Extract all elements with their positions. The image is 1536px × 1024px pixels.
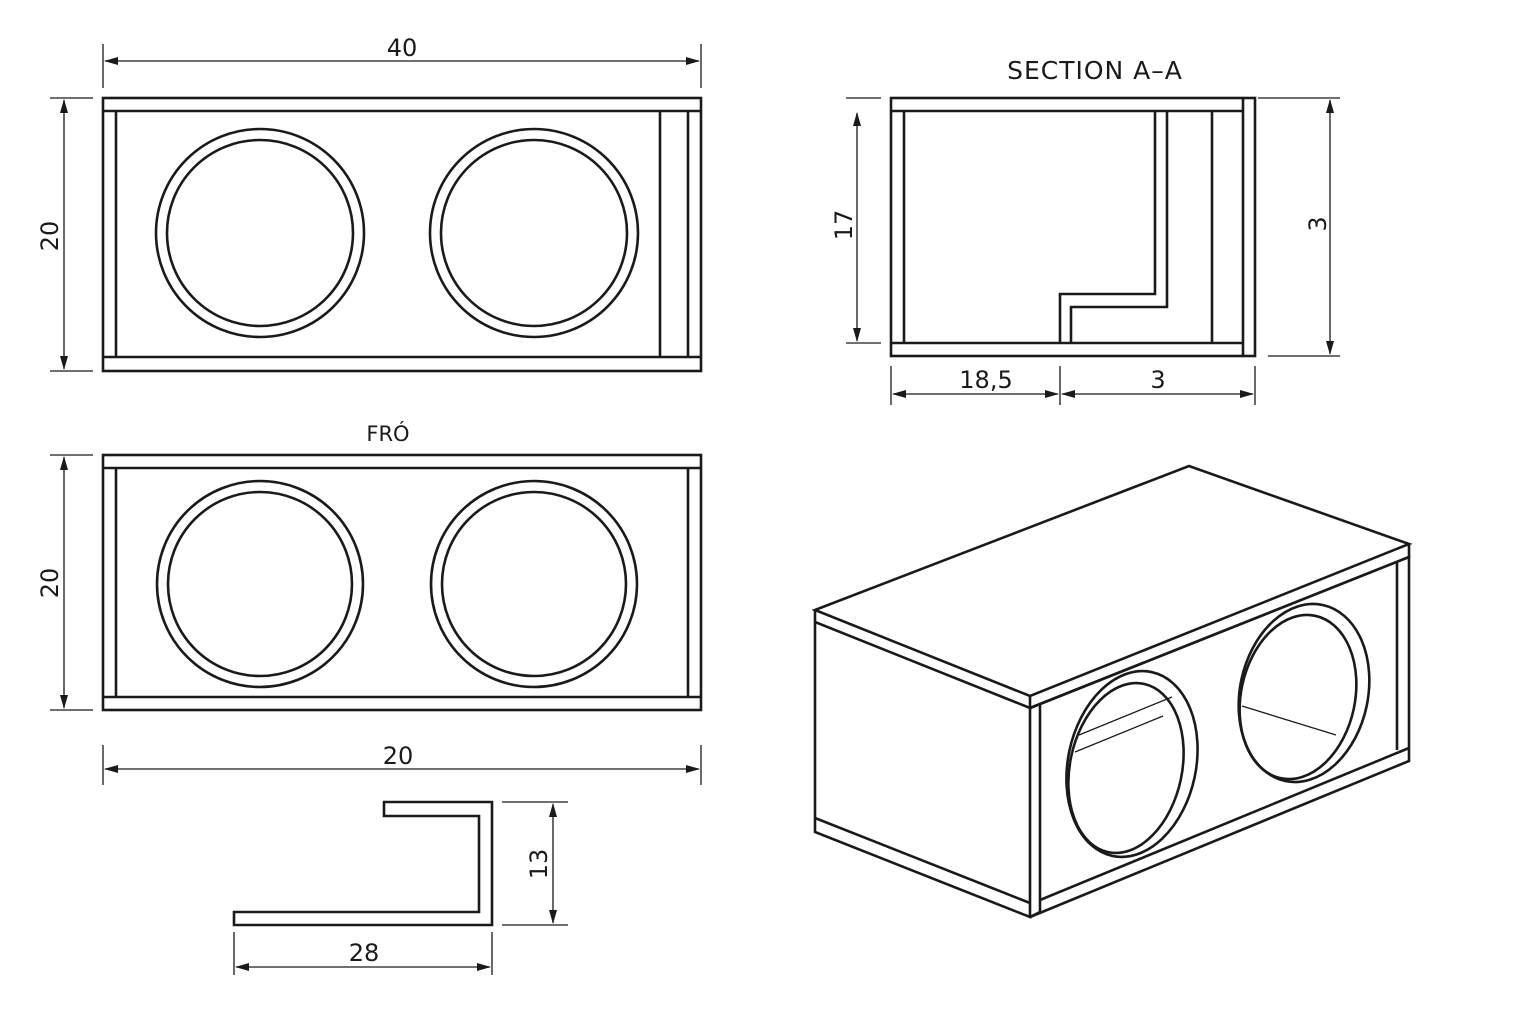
port-height-label: 13 [525, 849, 553, 880]
section-outline [889, 96, 1257, 358]
top-height-label: 20 [36, 221, 64, 252]
driver-cutout-1-outer [154, 127, 366, 339]
front-view: FRÓ 20 20 [36, 421, 703, 785]
port-profile-outline [232, 800, 494, 927]
top-view-outline [101, 96, 703, 373]
section-right-label: 3 [1304, 216, 1332, 231]
top-view: 40 20 [36, 34, 703, 373]
front-driver-cutout-2-outer [429, 479, 639, 689]
iso-driver-cutout-1-inner [1067, 681, 1185, 855]
iso-driver-cutout-2-outer [1237, 602, 1371, 784]
iso-driver-cutout-2-inner [1238, 613, 1358, 781]
section-view-title: SECTION A–A [1007, 56, 1183, 85]
front-view-title: FRÓ [366, 421, 409, 446]
top-width-label: 40 [387, 34, 418, 62]
driver-cutout-1-inner [165, 138, 355, 328]
front-driver-cutout-1-inner [166, 490, 354, 678]
front-view-outline [101, 453, 703, 712]
isometric-view [811, 464, 1413, 919]
iso-driver-cutout-1-outer [1065, 669, 1199, 859]
section-height-label: 17 [830, 210, 858, 241]
port-profile-view: 13 28 [232, 800, 568, 975]
driver-cutout-2-outer [428, 127, 640, 339]
iso-top-face [811, 464, 1413, 698]
front-width-label: 20 [383, 742, 414, 770]
iso-front-face [1029, 555, 1411, 919]
iso-left-face [813, 622, 1032, 919]
front-driver-cutout-1-outer [155, 479, 365, 689]
section-bottom-left-label: 18,5 [959, 366, 1012, 394]
section-bottom-right-label: 3 [1150, 366, 1165, 394]
front-driver-cutout-2-inner [440, 490, 628, 678]
driver-cutout-2-inner [439, 138, 629, 328]
port-width-label: 28 [349, 939, 380, 967]
section-port-wall [1058, 111, 1169, 343]
front-height-label: 20 [36, 568, 64, 599]
section-view: SECTION A–A 17 3 18,5 3 [830, 56, 1340, 405]
